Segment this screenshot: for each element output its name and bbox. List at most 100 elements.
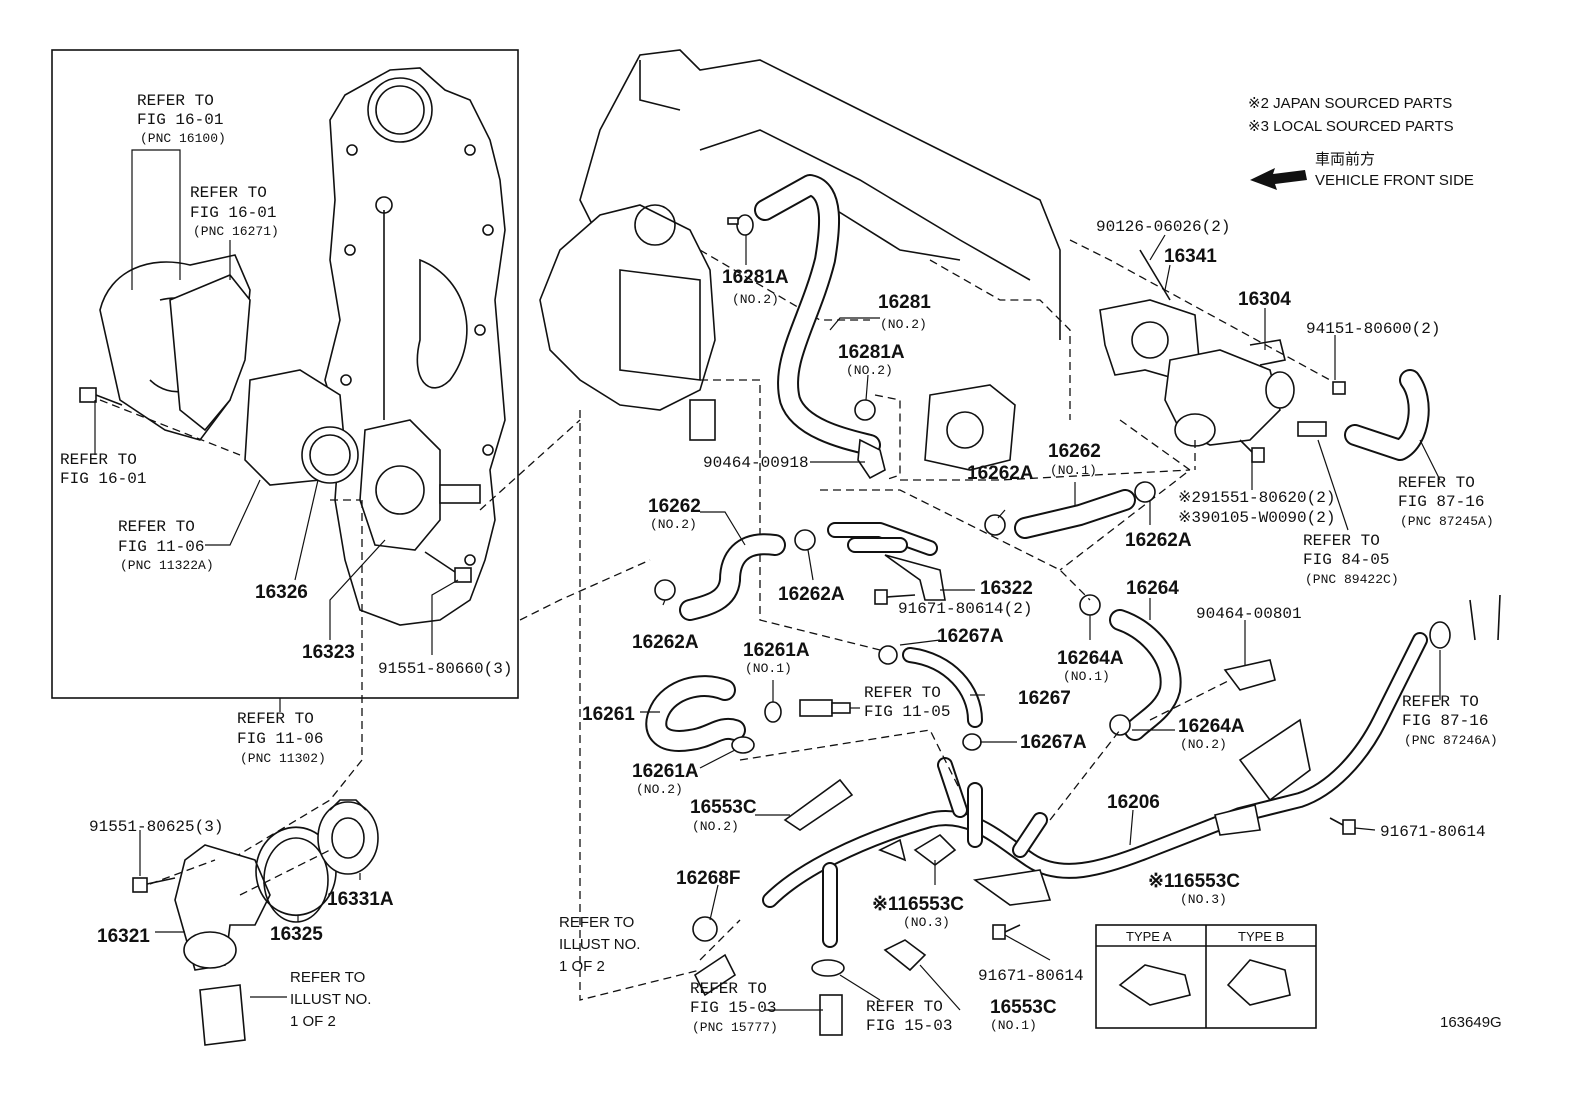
ref-illust-mid-l2: ILLUST NO. [559, 936, 640, 953]
part-16322-label[interactable]: 16322 [980, 578, 1033, 599]
part-16262-right-label[interactable]: 16262 [1048, 441, 1101, 462]
clamp-ring [984, 514, 1006, 536]
ref-fig87-16a-l2: FIG 87-16 [1398, 493, 1484, 511]
hose-16281 [754, 174, 881, 456]
hose-stub-left [693, 953, 737, 997]
part-16267A-top-label[interactable]: 16267A [937, 626, 1004, 647]
clamp-ring [654, 579, 676, 601]
leader [1419, 439, 1441, 481]
part-16206-label[interactable]: 16206 [1107, 792, 1160, 813]
outlet-gasket-center [924, 384, 1016, 471]
part-16326-label[interactable]: 16326 [255, 582, 308, 603]
clamp-16281A-mid [854, 399, 876, 421]
part-16261A-top-label[interactable]: 16261A [743, 640, 810, 661]
part-16325-label[interactable]: 16325 [270, 924, 323, 945]
part-90464-00801-label[interactable]: 90464-00801 [1196, 605, 1302, 623]
part-16262A-d-label[interactable]: 16262A [1125, 530, 1192, 551]
leader [431, 579, 459, 655]
part-16281A-top-label[interactable]: 16281A [722, 267, 789, 288]
bolt-91551-80620 [1239, 439, 1265, 463]
part-91551-80625-label[interactable]: 91551-80625(3) [89, 818, 223, 836]
part-16553C-mid-label[interactable]: ※116553C [872, 894, 964, 915]
clamp-16267A-bot [962, 733, 982, 751]
leader [839, 974, 881, 1001]
part-16553C-low-label[interactable]: 16553C [990, 997, 1057, 1018]
leader [662, 599, 666, 606]
part-16281A-mid-label[interactable]: 16281A [838, 342, 905, 363]
part-16323-label[interactable]: 16323 [302, 642, 355, 663]
explode-line [579, 410, 701, 1001]
below-inset-ref-l3: (PNC 11302) [240, 751, 326, 766]
part-94151-80600-label[interactable]: 94151-80600(2) [1306, 320, 1440, 338]
part-16304-label[interactable]: 16304 [1238, 289, 1291, 310]
part-16264A-b-label[interactable]: 16264A [1178, 716, 1245, 737]
clamp-ring [854, 399, 876, 421]
part-91551-80620-label[interactable]: ※291551-80620(2) [1178, 489, 1335, 507]
leader [997, 509, 1006, 519]
leader [700, 511, 746, 546]
part-16553C-box-label[interactable]: ※116553C [1148, 871, 1240, 892]
bolt-hole [346, 144, 358, 156]
explode-line [1059, 419, 1192, 571]
part-16331A-label[interactable]: 16331A [327, 889, 394, 910]
inlet-port [183, 931, 237, 969]
clamp-ring [794, 529, 816, 551]
clamp-16553C-no2 [783, 778, 854, 831]
clip-90464-00801 [1223, 659, 1276, 691]
part-16553C-a-label[interactable]: 16553C [690, 797, 757, 818]
lower-hose-stub [199, 984, 246, 1046]
part-91671-80614-low-label[interactable]: 91671-80614 [978, 967, 1084, 985]
part-91551-80660-label[interactable]: 91551-80660(3) [378, 660, 512, 678]
bolt-hole [464, 554, 476, 566]
pipe-bracket-right [1238, 718, 1311, 802]
part-90126-06026-label[interactable]: 90126-06026(2) [1096, 218, 1230, 236]
explode-line [479, 419, 581, 511]
part-91671-80614-2-label[interactable]: 91671-80614(2) [898, 600, 1032, 618]
o-ring-16268F [692, 916, 718, 942]
engine-ridge [699, 129, 1031, 281]
part-16264A-a-label[interactable]: 16264A [1057, 648, 1124, 669]
leader [294, 479, 319, 581]
part-16341-label[interactable]: 16341 [1164, 246, 1217, 267]
pipe-16206 [762, 632, 1428, 948]
leader [829, 317, 880, 331]
ref-fig87-16a-l1: REFER TO [1398, 474, 1475, 492]
part-16267-label[interactable]: 16267 [1018, 688, 1071, 709]
leader [1129, 809, 1134, 846]
part-90464-00918-label[interactable]: 90464-00918 [703, 454, 809, 472]
part-16281-label[interactable]: 16281 [878, 292, 931, 313]
ref-fig87-16b-l2: FIG 87-16 [1402, 712, 1488, 730]
leader [1164, 264, 1171, 291]
clamp-16267A-top [878, 645, 898, 665]
part-16321-label[interactable]: 16321 [97, 926, 150, 947]
nut-94151-80600 [1332, 381, 1346, 395]
ref-illust-mid-l1: REFER TO [559, 914, 634, 931]
ref-fig84-05-l2: FIG 84-05 [1303, 551, 1389, 569]
thermostat-flange [317, 801, 379, 875]
part-16264A-b-sub: (NO.2) [1180, 737, 1227, 752]
part-90105-W0090-label[interactable]: ※390105-W0090(2) [1178, 509, 1335, 527]
bolt-91671-80614-right [1329, 817, 1356, 835]
cover-seal-ring-inner [375, 85, 425, 135]
part-16267A-bot-label[interactable]: 16267A [1020, 732, 1087, 753]
part-91671-80614-right-label[interactable]: 91671-80614 [1380, 823, 1486, 841]
bolt-hole [464, 144, 476, 156]
water-pump-inset: REFER TO FIG 16-01 (PNC 16100) REFER TO … [51, 49, 519, 699]
part-16262-right-sub: (NO.1) [1050, 463, 1097, 478]
part-16262A-c-label[interactable]: 16262A [967, 463, 1034, 484]
part-16262A-b-label[interactable]: 16262A [778, 584, 845, 605]
engine-dash [929, 259, 1071, 420]
union-body [799, 699, 833, 717]
hose-16264 [1109, 609, 1182, 741]
part-16268F-label[interactable]: 16268F [676, 868, 740, 889]
part-16264-label[interactable]: 16264 [1126, 578, 1179, 599]
part-16261A-bot-label[interactable]: 16261A [632, 761, 699, 782]
part-16261-label[interactable]: 16261 [582, 704, 635, 725]
part-16262-left-label[interactable]: 16262 [648, 496, 701, 517]
clamp-small [878, 838, 907, 862]
part-16262A-a-label[interactable]: 16262A [632, 632, 699, 653]
leader [807, 549, 814, 581]
inset-ref2-l2: FIG 16-01 [190, 204, 276, 222]
ref-illust-low-l1: REFER TO [290, 969, 365, 986]
bolt-hole [482, 224, 494, 236]
